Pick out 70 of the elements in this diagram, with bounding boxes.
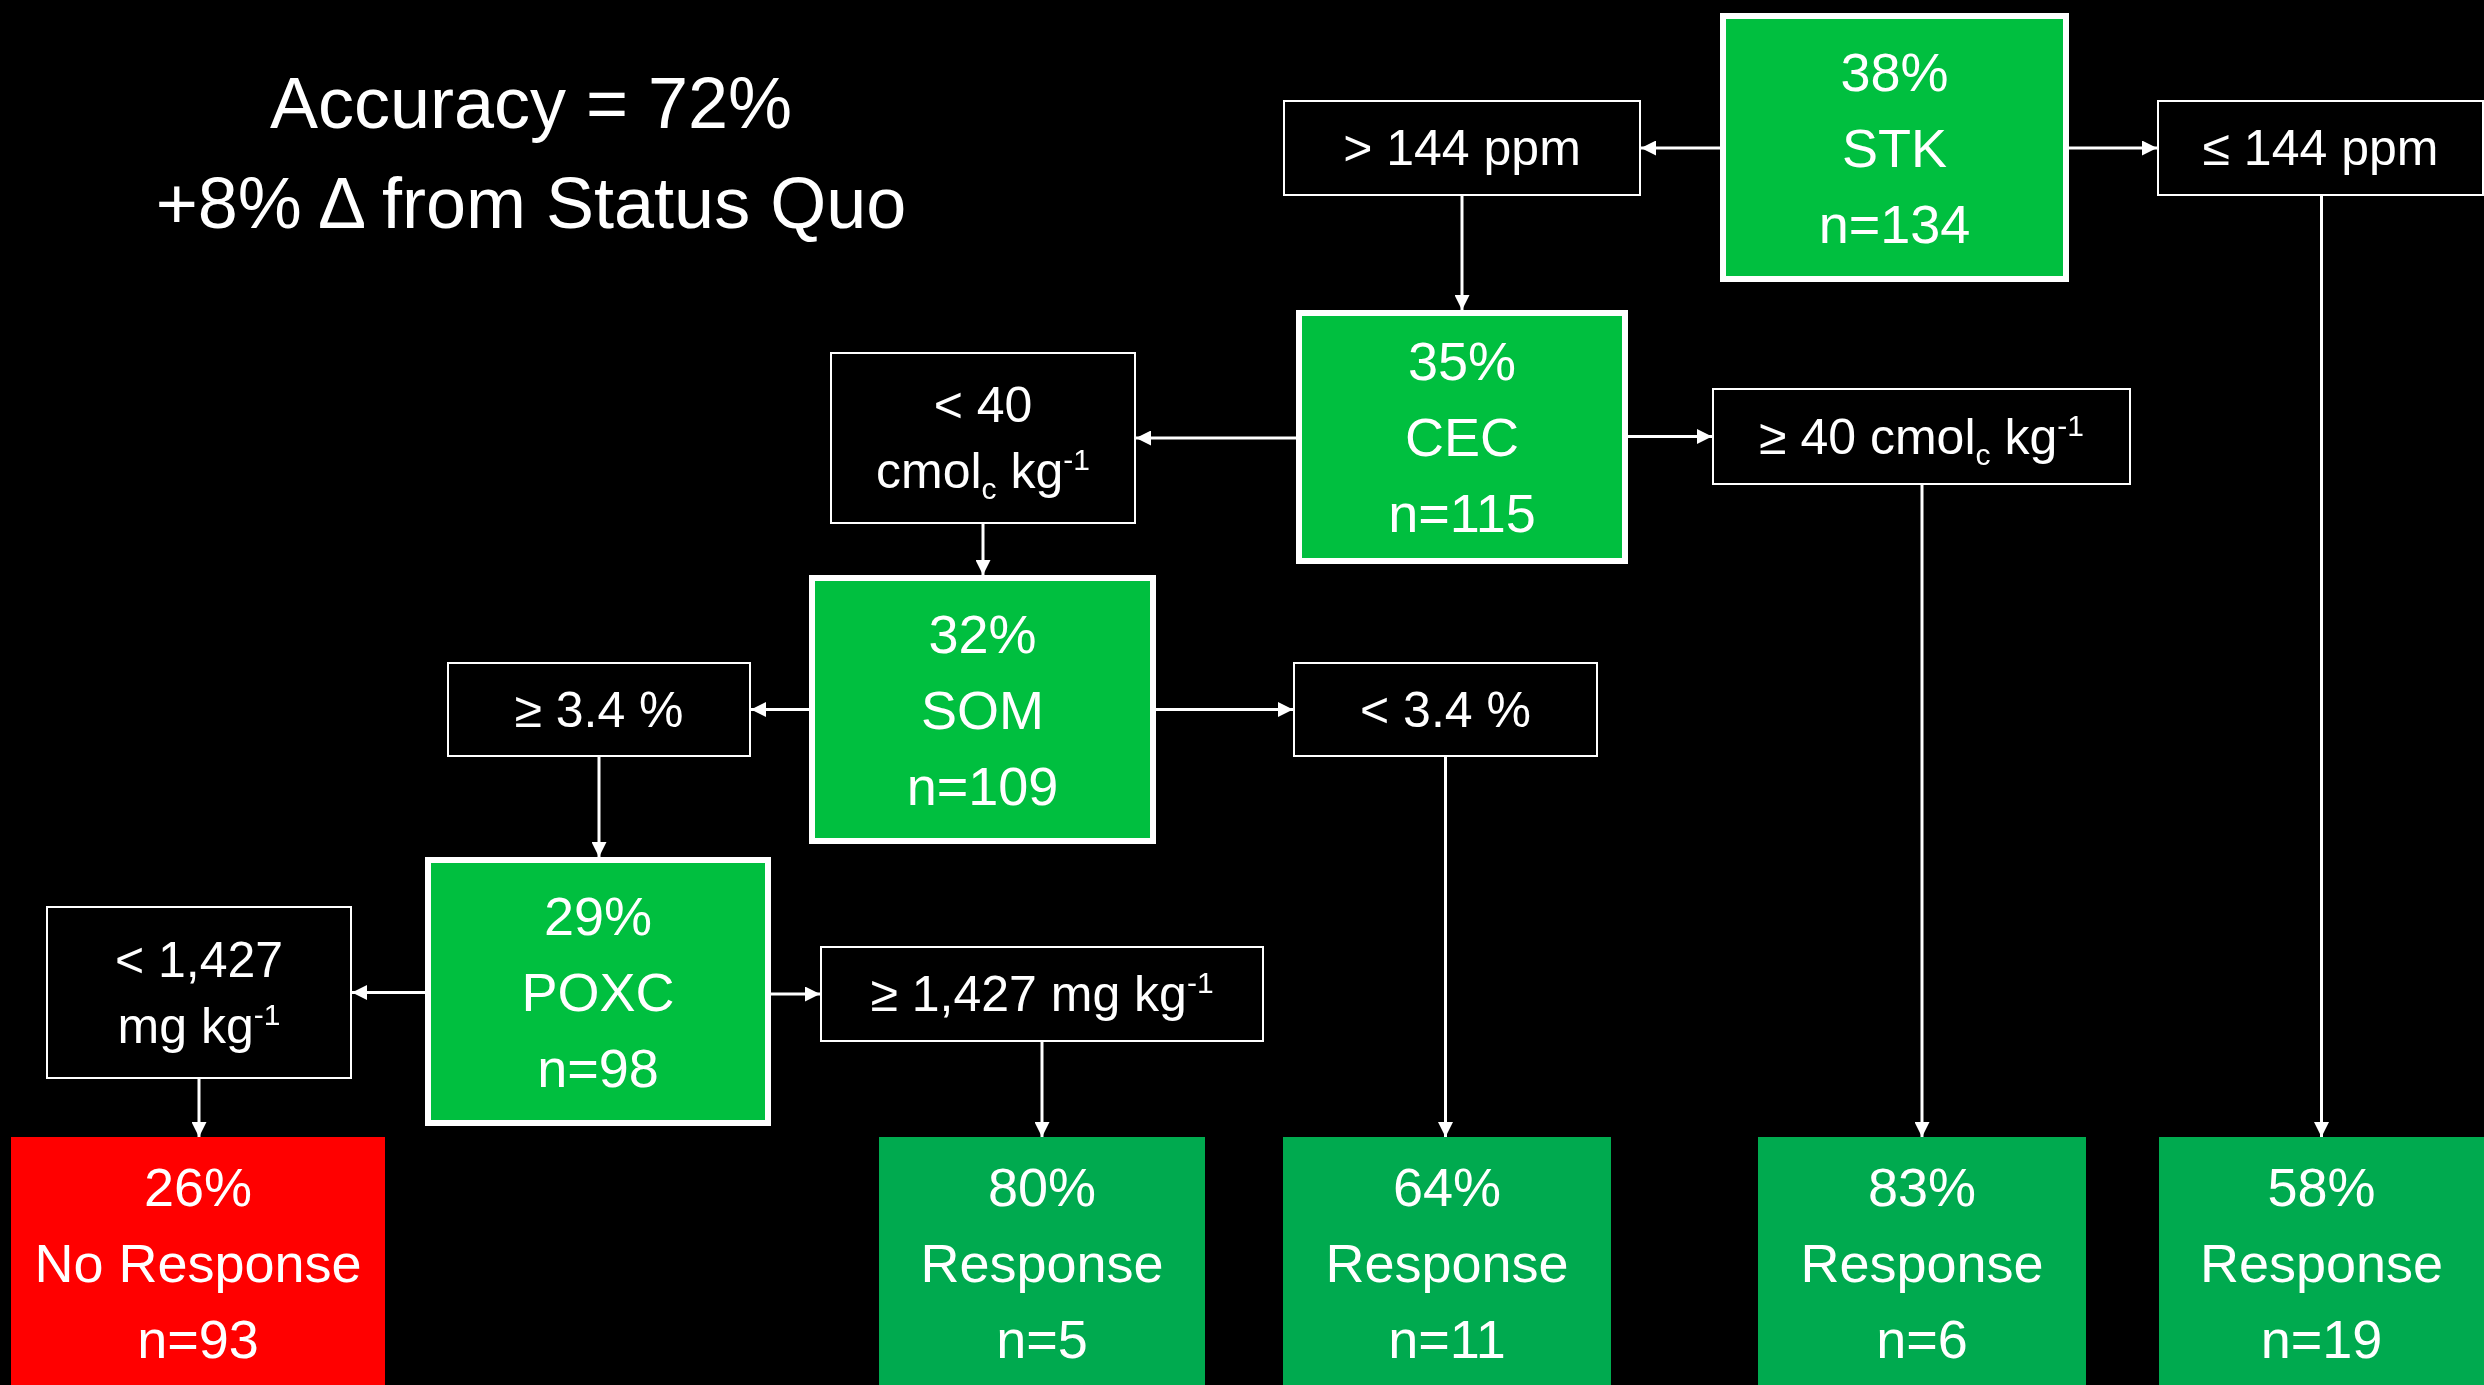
node-text: POXC xyxy=(521,960,675,1024)
node-text: < 40 cmol$_{c}$ kg$^{-1}$ xyxy=(875,376,1091,504)
node-text: n=6 xyxy=(1876,1308,1968,1371)
node-text: Response xyxy=(1800,1232,2044,1295)
node-text: Response xyxy=(1325,1232,1569,1295)
node-text: n=93 xyxy=(137,1308,259,1371)
node-text: SOM xyxy=(921,678,1044,742)
node-text: CEC xyxy=(1405,406,1519,469)
arrow xyxy=(1454,196,1470,310)
arrow xyxy=(1438,757,1453,1137)
arrow xyxy=(352,985,425,1000)
node-text: 35% xyxy=(1407,330,1517,393)
condition-box xyxy=(1283,100,1641,196)
node-text: n=5 xyxy=(996,1308,1088,1371)
arrow xyxy=(1628,429,1712,444)
arrow xyxy=(1156,702,1293,717)
node-text: STK xyxy=(1842,116,1947,180)
node-text: ≥ 40 cmol$_{c}$ kg$^{-1}$ xyxy=(1759,407,2084,470)
condition-box xyxy=(820,946,1264,1042)
condition-box xyxy=(1293,662,1598,757)
node-text: n=134 xyxy=(1818,192,1971,256)
node-text: 83% xyxy=(1867,1156,1977,1219)
arrow xyxy=(1641,140,1720,156)
node-text: n=19 xyxy=(2260,1308,2383,1371)
result-box xyxy=(1758,1137,2086,1385)
node-text: 29% xyxy=(543,884,653,948)
node-text: 64% xyxy=(1392,1156,1502,1219)
condition-box xyxy=(46,906,352,1079)
arrow xyxy=(975,524,991,575)
result-box xyxy=(879,1137,1205,1385)
node-text: n=98 xyxy=(537,1036,659,1100)
split-box xyxy=(809,575,1156,844)
node-text: ≤ 144 ppm xyxy=(2202,119,2439,178)
node-text: n=11 xyxy=(1388,1308,1506,1371)
arrow xyxy=(591,757,607,857)
node-text: Response xyxy=(2199,1232,2444,1295)
condition-box xyxy=(447,662,751,757)
arrow xyxy=(751,702,809,717)
node-text: 32% xyxy=(928,602,1037,666)
split-box xyxy=(1296,310,1628,564)
node-text: < 1,427 mg kg$^{-1}$ xyxy=(113,930,285,1056)
arrow xyxy=(2314,196,2329,1137)
split-box xyxy=(425,857,771,1126)
arrow xyxy=(2069,140,2157,156)
arrow xyxy=(191,1079,207,1137)
node-text: 80% xyxy=(987,1156,1097,1219)
result-box xyxy=(2159,1137,2484,1385)
node-text: n=109 xyxy=(906,754,1059,818)
node-text: > 144 ppm xyxy=(1343,119,1581,178)
split-box xyxy=(1720,13,2069,282)
node-text: 38% xyxy=(1840,40,1949,104)
node-text: ≥ 1,427 mg kg$^{-1}$ xyxy=(870,965,1214,1024)
arrow xyxy=(1034,1042,1050,1137)
node-text: ≥ 3.4 % xyxy=(514,680,684,740)
arrow xyxy=(771,986,820,1002)
condition-box xyxy=(830,352,1136,524)
arrow xyxy=(1914,485,1930,1137)
heading-text: Accuracy = 72% xyxy=(269,62,793,144)
condition-box xyxy=(1712,388,2131,485)
node-text: < 3.4 % xyxy=(1360,680,1531,740)
condition-box xyxy=(2157,100,2484,196)
node-text: 26% xyxy=(143,1156,253,1219)
node-text: n=115 xyxy=(1388,482,1536,545)
heading-text: +8% Δ from Status Quo xyxy=(155,162,907,244)
node-text: Response xyxy=(920,1232,1164,1295)
node-text: 58% xyxy=(2267,1156,2376,1219)
node-text: No Response xyxy=(34,1232,362,1295)
result-box xyxy=(1283,1137,1611,1385)
arrow xyxy=(1136,430,1296,446)
result-box xyxy=(11,1137,385,1385)
